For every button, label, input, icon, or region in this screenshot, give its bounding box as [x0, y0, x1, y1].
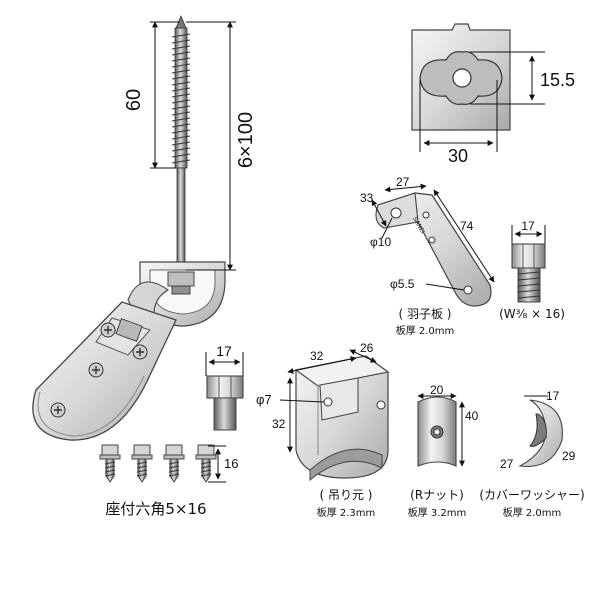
bolt-spec-label: (W³⁄₈ × 16) [499, 307, 565, 321]
lag-screw-thread [171, 14, 191, 169]
plate-screw-3 [88, 362, 104, 378]
plate-screw-1 [100, 322, 116, 338]
dim-17-small-bolt: 17 [216, 343, 232, 359]
rnut-thickness: 板厚 3.2mm [408, 506, 467, 519]
small-hex-bolt: 17 [205, 343, 244, 431]
dim-phi5-5: φ5.5 [390, 277, 415, 291]
dim-40-rnut: 40 [465, 409, 479, 423]
dim-32-top: 32 [310, 349, 324, 363]
plate-screw-2 [132, 344, 148, 360]
hanger-label: ( 吊り元 ) [320, 488, 373, 502]
dim-phi7: φ7 [256, 392, 272, 407]
dim-20-rnut: 20 [430, 383, 444, 397]
cover-washer-thickness: 板厚 2.0mm [503, 506, 562, 519]
dim-27-washer: 27 [500, 457, 514, 471]
dim-33: 33 [360, 191, 374, 205]
rnut-label: (Rナット) [410, 488, 464, 502]
cover-washer-part: 17 29 27 (カバーワッシャー) 板厚 2.0mm [479, 389, 584, 519]
hanger-thickness: 板厚 2.3mm [317, 506, 376, 519]
dim-74: 74 [460, 219, 474, 233]
hex-screw-set [99, 444, 217, 483]
cover-washer-label: (カバーワッシャー) [479, 488, 584, 502]
dim-60: 60 [123, 89, 145, 111]
hanger-part: 32 26 φ7 32 ( 吊り元 ) 板厚 2.3mm [256, 341, 390, 519]
wing-plate-detail: SANEI 33 27 74 φ10 φ5.5 ( 羽子板 ) 板厚 2.0mm [360, 175, 495, 337]
wing-plate [32, 301, 177, 441]
lag-screw-assembly: 60 6×100 [32, 14, 257, 441]
hex-screw-3 [163, 444, 185, 483]
dim-26: 26 [360, 341, 374, 355]
mount-plate-view: 15.5 30 [411, 23, 575, 166]
dim-29-washer: 29 [562, 449, 576, 463]
dim-6x100: 6×100 [235, 112, 257, 168]
dim-15-5: 15.5 [540, 70, 575, 90]
wing-plate-thickness: 板厚 2.0mm [396, 324, 455, 337]
r-nut-part: 20 40 (Rナット) 板厚 3.2mm [408, 383, 479, 519]
hex-bolt-w38: 17 (W³⁄₈ × 16) [499, 219, 565, 321]
hex-screw-1 [99, 444, 121, 483]
plate-screw-4 [50, 402, 66, 418]
dim-30: 30 [448, 146, 468, 166]
dim-17-bolt: 17 [521, 219, 535, 233]
dim-phi10: φ10 [370, 235, 391, 249]
hanger-bracket [139, 261, 226, 327]
screws-spec-label: 座付六角5×16 [105, 500, 206, 518]
lag-screw-shank [176, 167, 186, 264]
dim-17-washer: 17 [546, 389, 560, 403]
dim-32-side: 32 [272, 417, 286, 431]
hex-screw-4 [195, 444, 217, 483]
dim-16-screws: 16 [224, 456, 238, 471]
dim-27: 27 [396, 175, 410, 189]
hex-screw-2 [131, 444, 153, 483]
wing-plate-label: ( 羽子板 ) [399, 307, 452, 321]
